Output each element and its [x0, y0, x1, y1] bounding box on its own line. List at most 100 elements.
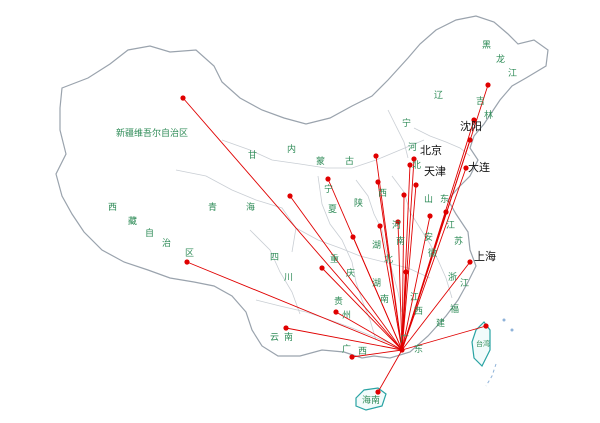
destination-point[interactable] — [180, 95, 186, 101]
label-chongqing-1: 重 — [330, 253, 339, 265]
route-line — [186, 261, 403, 351]
china-landmass — [55, 15, 549, 359]
destination-point[interactable] — [319, 265, 325, 271]
label-qinghai-2: 海 — [246, 201, 255, 213]
destination-point[interactable] — [413, 182, 419, 188]
destination-point[interactable] — [395, 219, 401, 225]
label-chongqing-2: 庆 — [346, 267, 355, 279]
label-shandong-1: 山 — [424, 194, 433, 205]
destination-point[interactable] — [483, 323, 489, 329]
destination-point[interactable] — [471, 117, 477, 123]
sea-dash-line — [485, 363, 497, 387]
label-ningxia-1: 宁 — [324, 183, 333, 195]
label-neimenggu-2: 蒙 — [316, 155, 325, 167]
label-xinjiang: 新疆维吾尔自治区 — [116, 127, 188, 139]
label-xizang-5: 区 — [185, 248, 194, 259]
route-points — [180, 82, 491, 395]
province-labels: 新疆维吾尔自治区 西 藏 自 治 区 甘 青 海 内 蒙 古 黑 龙 江 吉 林… — [108, 40, 517, 406]
label-guangdong-2: 东 — [414, 343, 423, 355]
city-label-shanghai: 上海 — [474, 249, 496, 263]
destination-point[interactable] — [467, 137, 473, 143]
label-hubei-1: 湖 — [372, 240, 381, 251]
route-line — [377, 349, 403, 393]
destination-point[interactable] — [349, 354, 355, 360]
route-line — [401, 194, 405, 351]
destination-point[interactable] — [401, 192, 407, 198]
route-lines — [182, 84, 489, 393]
route-line — [401, 139, 471, 351]
label-shaanxi: 陕 — [354, 197, 363, 209]
destination-point[interactable] — [467, 259, 473, 265]
route-line — [352, 236, 403, 351]
label-zhejiang-2: 江 — [460, 278, 469, 289]
destination-point[interactable] — [407, 162, 413, 168]
label-liaoning-1: 辽 — [434, 90, 443, 101]
destination-point[interactable] — [485, 82, 491, 88]
label-henan-1: 河 — [392, 219, 401, 231]
route-line — [335, 311, 403, 351]
label-hebei-1: 河 — [408, 141, 417, 153]
city-label-shenyang: 沈阳 — [460, 119, 482, 133]
route-line — [401, 261, 471, 351]
label-heilongjiang-1: 黑 — [482, 40, 491, 51]
china-outline — [55, 15, 549, 359]
label-jilin-1: 吉 — [476, 96, 485, 107]
route-line — [289, 195, 403, 351]
destination-point[interactable] — [427, 213, 433, 219]
route-line — [379, 225, 403, 351]
route-line — [401, 271, 407, 351]
city-label-beijing: 北京 — [420, 143, 442, 157]
label-jiangsu-1: 江 — [446, 220, 455, 231]
label-guangxi-2: 西 — [358, 346, 367, 357]
destination-point[interactable] — [184, 259, 190, 265]
label-henan-2: 南 — [396, 235, 405, 247]
label-heilongjiang-3: 江 — [508, 68, 517, 79]
label-xizang-4: 治 — [162, 237, 171, 249]
label-guizhou-2: 州 — [342, 310, 351, 321]
label-ningxia-2: 夏 — [328, 204, 337, 215]
label-hebei-2: 北 — [412, 160, 421, 171]
label-liaoning-2: 宁 — [402, 117, 411, 129]
destination-point[interactable] — [463, 165, 469, 171]
destination-point[interactable] — [411, 156, 417, 162]
hub-point[interactable] — [399, 347, 405, 353]
destination-point[interactable] — [443, 209, 449, 215]
label-guizhou-1: 贵 — [334, 295, 343, 307]
destination-point[interactable] — [373, 153, 379, 159]
route-line — [377, 181, 403, 351]
label-sichuan-1: 四 — [270, 253, 279, 263]
label-yunnan-2: 南 — [284, 331, 293, 343]
route-line — [401, 167, 467, 351]
destination-point[interactable] — [283, 325, 289, 331]
label-jilin-2: 林 — [484, 109, 493, 121]
destination-point[interactable] — [377, 223, 383, 229]
destination-point[interactable] — [350, 234, 356, 240]
route-line — [401, 184, 417, 351]
route-line — [321, 267, 403, 351]
destination-point[interactable] — [375, 389, 381, 395]
label-anhui-1: 安 — [424, 231, 433, 243]
label-neimenggu-1: 内 — [287, 143, 296, 155]
taiwan-island — [471, 321, 491, 368]
label-gansu-1: 甘 — [248, 149, 257, 161]
label-jiangsu-2: 苏 — [454, 235, 463, 247]
sea-island-dot — [510, 328, 514, 332]
route-line — [182, 97, 403, 351]
sea-island-dot — [502, 318, 506, 322]
label-taiwan: 台湾 — [476, 339, 490, 348]
label-neimenggu-3: 古 — [345, 155, 354, 167]
route-line — [401, 215, 431, 351]
label-jiangxi-1: 江 — [410, 292, 419, 303]
city-label-dalian: 大连 — [468, 160, 490, 174]
label-shandong-2: 东 — [440, 193, 449, 205]
destination-point[interactable] — [325, 176, 331, 182]
label-zhejiang-1: 浙 — [448, 271, 457, 283]
label-xizang-2: 藏 — [128, 215, 137, 227]
destination-point[interactable] — [375, 179, 381, 185]
destination-point[interactable] — [287, 193, 293, 199]
destination-point[interactable] — [333, 309, 339, 315]
label-yunnan-1: 云 — [270, 333, 279, 343]
destination-point[interactable] — [403, 269, 409, 275]
label-guangxi-1: 广 — [342, 343, 351, 355]
